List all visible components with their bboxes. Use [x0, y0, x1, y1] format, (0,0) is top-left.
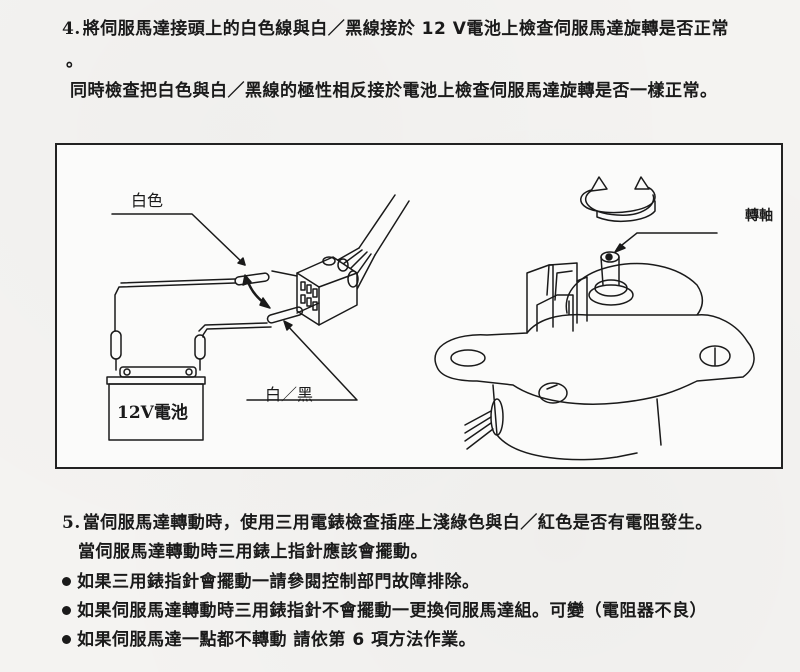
- step4-line1-end: 。: [66, 51, 84, 71]
- servo-motor-icon: [427, 245, 762, 465]
- step5-line1: 5.當伺服馬達轉動時，使用三用電錶檢查插座上淺綠色與白／紅色是否有電阻發生。: [62, 512, 713, 534]
- step5-text-1: 當伺服馬達轉動時，使用三用電錶檢查插座上淺綠色與白／紅色是否有電阻發生。: [82, 513, 713, 533]
- step5-number: 5.: [62, 513, 81, 533]
- label-white-black-wire: 白／黑: [265, 385, 314, 404]
- bullet-icon: [62, 605, 71, 615]
- label-battery: 12V電池: [117, 403, 188, 423]
- step5-bullet-1: 如果三用錶指針會擺動一請參閱控制部門故障排除。: [62, 571, 480, 593]
- step4-number: 4.: [62, 19, 81, 39]
- step4-text-1: 將伺服馬達接頭上的白色線與白／黑線接於 12 V電池上檢查伺服馬達旋轉是否正常: [82, 19, 729, 39]
- rotation-arrows-icon: [573, 175, 659, 225]
- step5-line2: 當伺服馬達轉動時三用錶上指針應該會擺動。: [78, 542, 428, 562]
- bullet-icon: [62, 634, 71, 644]
- diagram-drawing: [106, 176, 755, 461]
- label-shaft: 轉軸: [745, 208, 773, 224]
- step5-bullet-2: 如果伺服馬達轉動時三用錶指針不會擺動一更換伺服馬達組。可變（電阻器不良）: [62, 600, 707, 622]
- step5-bullet-3: 如果伺服馬達一點都不轉動 請依第 6 項方法作業。: [62, 629, 476, 651]
- label-white-wire: 白色: [131, 191, 164, 210]
- step5-bullet-3-text: 如果伺服馬達一點都不轉動 請依第 6 項方法作業。: [77, 630, 477, 650]
- step5-bullet-1-text: 如果三用錶指針會擺動一請參閱控制部門故障排除。: [77, 572, 480, 592]
- bullet-icon: [62, 576, 71, 586]
- battery-icon: [107, 367, 205, 441]
- step4-line2: 同時檢查把白色與白／黑線的極性相反接於電池上檢查伺服馬達旋轉是否一樣正常。: [70, 81, 718, 101]
- step5-bullet-2-text: 如果伺服馬達轉動時三用錶指針不會擺動一更換伺服馬達組。可變（電阻器不良）: [77, 601, 707, 621]
- wiring-diagram-figure: 白色 白／黑 12V電池 轉軸: [55, 143, 783, 469]
- step4-line1: 4.將伺服馬達接頭上的白色線與白／黑線接於 12 V電池上檢查伺服馬達旋轉是否正…: [62, 18, 729, 40]
- connector-plug-icon: [297, 245, 359, 325]
